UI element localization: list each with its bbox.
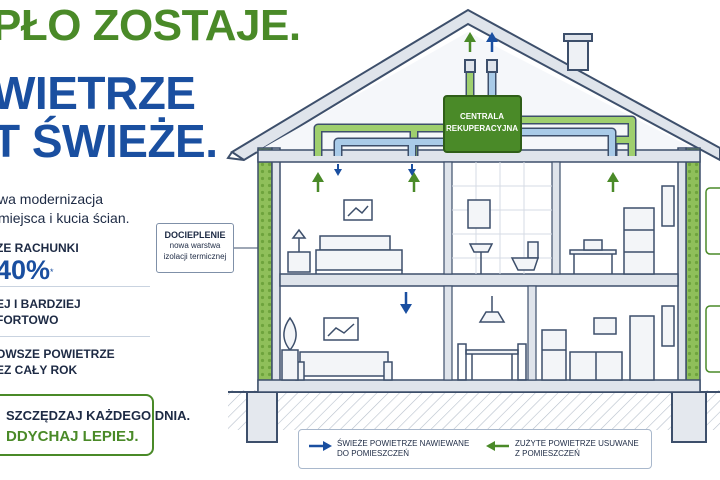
chimney	[567, 39, 589, 71]
feature-comfort: EJ I BARDZIEJ FORTOWO	[0, 296, 81, 328]
exhaust-air-arrow-icon	[312, 172, 324, 192]
vent-caps	[464, 59, 498, 73]
interior-wall-upper-2	[551, 161, 561, 275]
intro-text: wa modernizacja miejsca i kucia ścian.	[0, 190, 130, 228]
feature-bills-value: 40%*	[0, 256, 79, 284]
chimney-cap	[563, 33, 593, 42]
exhaust-air-arrow-icon	[486, 441, 509, 451]
interior-wall-lower-1	[443, 285, 453, 381]
interior-wall-lower-2	[527, 285, 537, 381]
ground	[228, 390, 720, 430]
insulation-callout: DOCIEPLENIE nowa warstwa izolacji termic…	[156, 223, 234, 273]
info-card-lower	[705, 305, 720, 373]
legend: ŚWIEŻE POWIETRZE NAWIEWANE DO POMIESZCZE…	[298, 429, 652, 469]
fresh-air-arrow-icon	[334, 164, 342, 176]
exhaust-air-arrow-icon	[408, 172, 420, 192]
legend-fresh-line-1: ŚWIEŻE POWIETRZE NAWIEWANE	[337, 439, 470, 448]
headline-line-1: PŁO ZOSTAJE.	[0, 1, 301, 50]
foundation-right	[671, 391, 707, 443]
legend-exhaust-line-1: ZUŻYTE POWIETRZE USUWANE	[515, 439, 639, 448]
headline-line-2: WIETRZE	[0, 67, 196, 119]
feature-divider	[0, 286, 150, 287]
feature-fresh-air-line-1: OWSZE POWIETRZE	[0, 347, 115, 361]
living-room	[281, 316, 393, 381]
recuperator-label-2: REKUPERACYJNA	[446, 124, 518, 133]
insulation-title: DOCIEPLENIE	[164, 230, 226, 240]
fresh-air-arrow-icon	[309, 441, 332, 451]
recuperator-label-1: CENTRALA	[460, 112, 504, 121]
left-wall	[271, 147, 281, 393]
legend-exhaust-line-2: Z POMIESZCZEŃ	[515, 449, 580, 458]
exhaust-air-arrow-icon	[607, 172, 619, 192]
insulation-line-1: nowa warstwa	[169, 241, 221, 250]
feature-bills-percent: 40%	[0, 255, 51, 285]
feature-fresh-air-line-2: EZ CAŁY ROK	[0, 363, 78, 377]
cta-line-2: DDYCHAJ LEPIEJ.	[6, 428, 139, 445]
exhaust-air-arrow-icon	[464, 32, 476, 52]
bedroom	[287, 199, 403, 274]
feature-bills-label: ZE RACHUNKI	[0, 241, 79, 255]
recuperator-unit	[443, 95, 522, 153]
feature-bills-footnote-mark: *	[50, 267, 54, 277]
gutter	[226, 151, 245, 161]
feature-bills: ZE RACHUNKI 40%*	[0, 240, 79, 284]
ground-floor-slab	[257, 379, 701, 393]
exhaust-air-arrow-icon	[486, 32, 498, 52]
middle-floor	[279, 273, 679, 287]
insulation-left-wall	[257, 147, 273, 393]
insulation-line-2: izolacji termicznej	[163, 252, 227, 261]
dining-room	[457, 296, 527, 381]
bathroom	[467, 199, 540, 274]
feature-comfort-line-2: FORTOWO	[0, 313, 59, 327]
feature-fresh-air: OWSZE POWIETRZE EZ CAŁY ROK	[0, 346, 115, 378]
right-wall	[677, 147, 687, 393]
insulation-right-wall	[685, 147, 701, 393]
fresh-air-arrow-icon	[400, 292, 412, 314]
legend-fresh-line-2: DO POMIESZCZEŃ	[337, 449, 410, 458]
intro-line-1: wa modernizacja	[0, 191, 104, 207]
study	[569, 185, 675, 275]
legend-exhaust-text: ZUŻYTE POWIETRZE USUWANE Z POMIESZCZEŃ	[515, 439, 639, 459]
feature-comfort-line-1: EJ I BARDZIEJ	[0, 297, 81, 311]
cta-line-1: SZCZĘDZAJ KAŻDEGO DNIA.	[6, 408, 191, 423]
kitchen	[541, 305, 675, 381]
cta-box: SZCZĘDZAJ KAŻDEGO DNIA. DDYCHAJ LEPIEJ.	[0, 394, 190, 456]
feature-divider	[0, 336, 150, 337]
legend-fresh-text: ŚWIEŻE POWIETRZE NAWIEWANE DO POMIESZCZE…	[337, 439, 469, 459]
interior-wall-upper-1	[443, 161, 453, 275]
info-card-upper	[705, 187, 720, 255]
intro-line-2: miejsca i kucia ścian.	[0, 210, 130, 226]
fresh-air-arrow-icon	[408, 164, 416, 176]
foundation-left	[246, 391, 278, 443]
headline-line-3: T ŚWIEŻE.	[0, 115, 218, 167]
